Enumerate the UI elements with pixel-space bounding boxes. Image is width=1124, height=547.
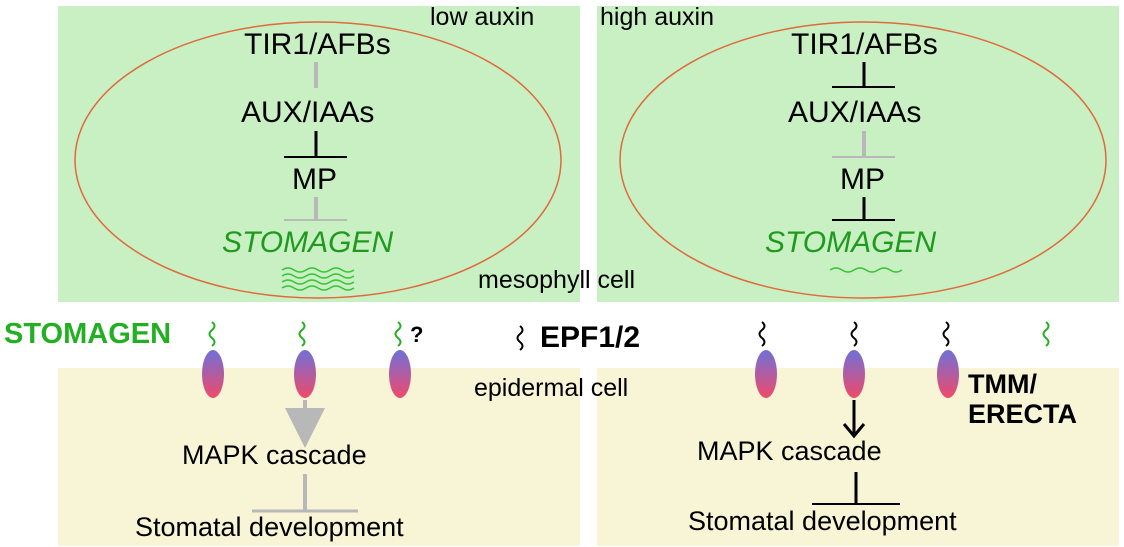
- unknown-ligand-label: ?: [410, 322, 424, 347]
- mp-node-high: MP: [840, 163, 885, 196]
- mp-node-low: MP: [292, 163, 337, 196]
- edge-aux-mp-low: [284, 131, 347, 158]
- mapk-cascade-low: MAPK cascade: [182, 440, 367, 470]
- receptor-label: TMM/ ERECTA: [968, 369, 1078, 429]
- stomatal-development-high: Stomatal development: [688, 506, 957, 536]
- mesophyll-cell-outline-high: [619, 21, 1107, 299]
- stomagen-node-high: STOMAGEN: [765, 226, 937, 259]
- tmm-erecta-receptor: [202, 350, 959, 398]
- edge-tir1-aux-high: [832, 62, 895, 88]
- stomatal-development-low: Stomatal development: [135, 512, 404, 542]
- epf-ligand: [516, 321, 950, 351]
- mesophyll-cell-label: mesophyll cell: [478, 266, 636, 294]
- edge-aux-mp-high: [832, 131, 895, 158]
- stomagen-transcript-high: [829, 267, 903, 273]
- aux-node-high: AUX/IAAs: [788, 96, 922, 129]
- arrow-receptor-mapk-high: [842, 400, 866, 439]
- aux-node-low: AUX/IAAs: [241, 96, 375, 129]
- mesophyll-cell-outline-low: [74, 21, 562, 299]
- tir1-node-high: TIR1/AFBs: [791, 28, 938, 61]
- low-auxin-label: low auxin: [430, 3, 535, 31]
- stomagen-node-low: STOMAGEN: [222, 226, 394, 259]
- edge-mp-stomagen-low: [284, 197, 347, 221]
- mesophyll-panel-low: [58, 6, 580, 302]
- edge-mapk-stomatal-high: [812, 472, 900, 505]
- edge-mp-stomagen-high: [832, 197, 895, 221]
- high-auxin-label: high auxin: [600, 3, 714, 31]
- receptor-label-line2: ERECTA: [968, 398, 1078, 429]
- epidermal-panel-low: [58, 368, 580, 546]
- receptor-label-line1: TMM/: [968, 369, 1037, 399]
- epidermal-cell-label: epidermal cell: [474, 374, 629, 402]
- stomagen-ligand-label: STOMAGEN: [4, 318, 172, 350]
- tir1-node-low: TIR1/AFBs: [244, 28, 391, 61]
- epf-ligand-label: EPF1/2: [540, 321, 641, 354]
- edge-mapk-stomatal-low: [252, 474, 358, 513]
- epidermal-panel-high: [597, 368, 1119, 546]
- mapk-cascade-high: MAPK cascade: [697, 436, 882, 466]
- stomagen-transcript-low: [281, 267, 355, 291]
- stomagen-ligand: [208, 321, 1050, 347]
